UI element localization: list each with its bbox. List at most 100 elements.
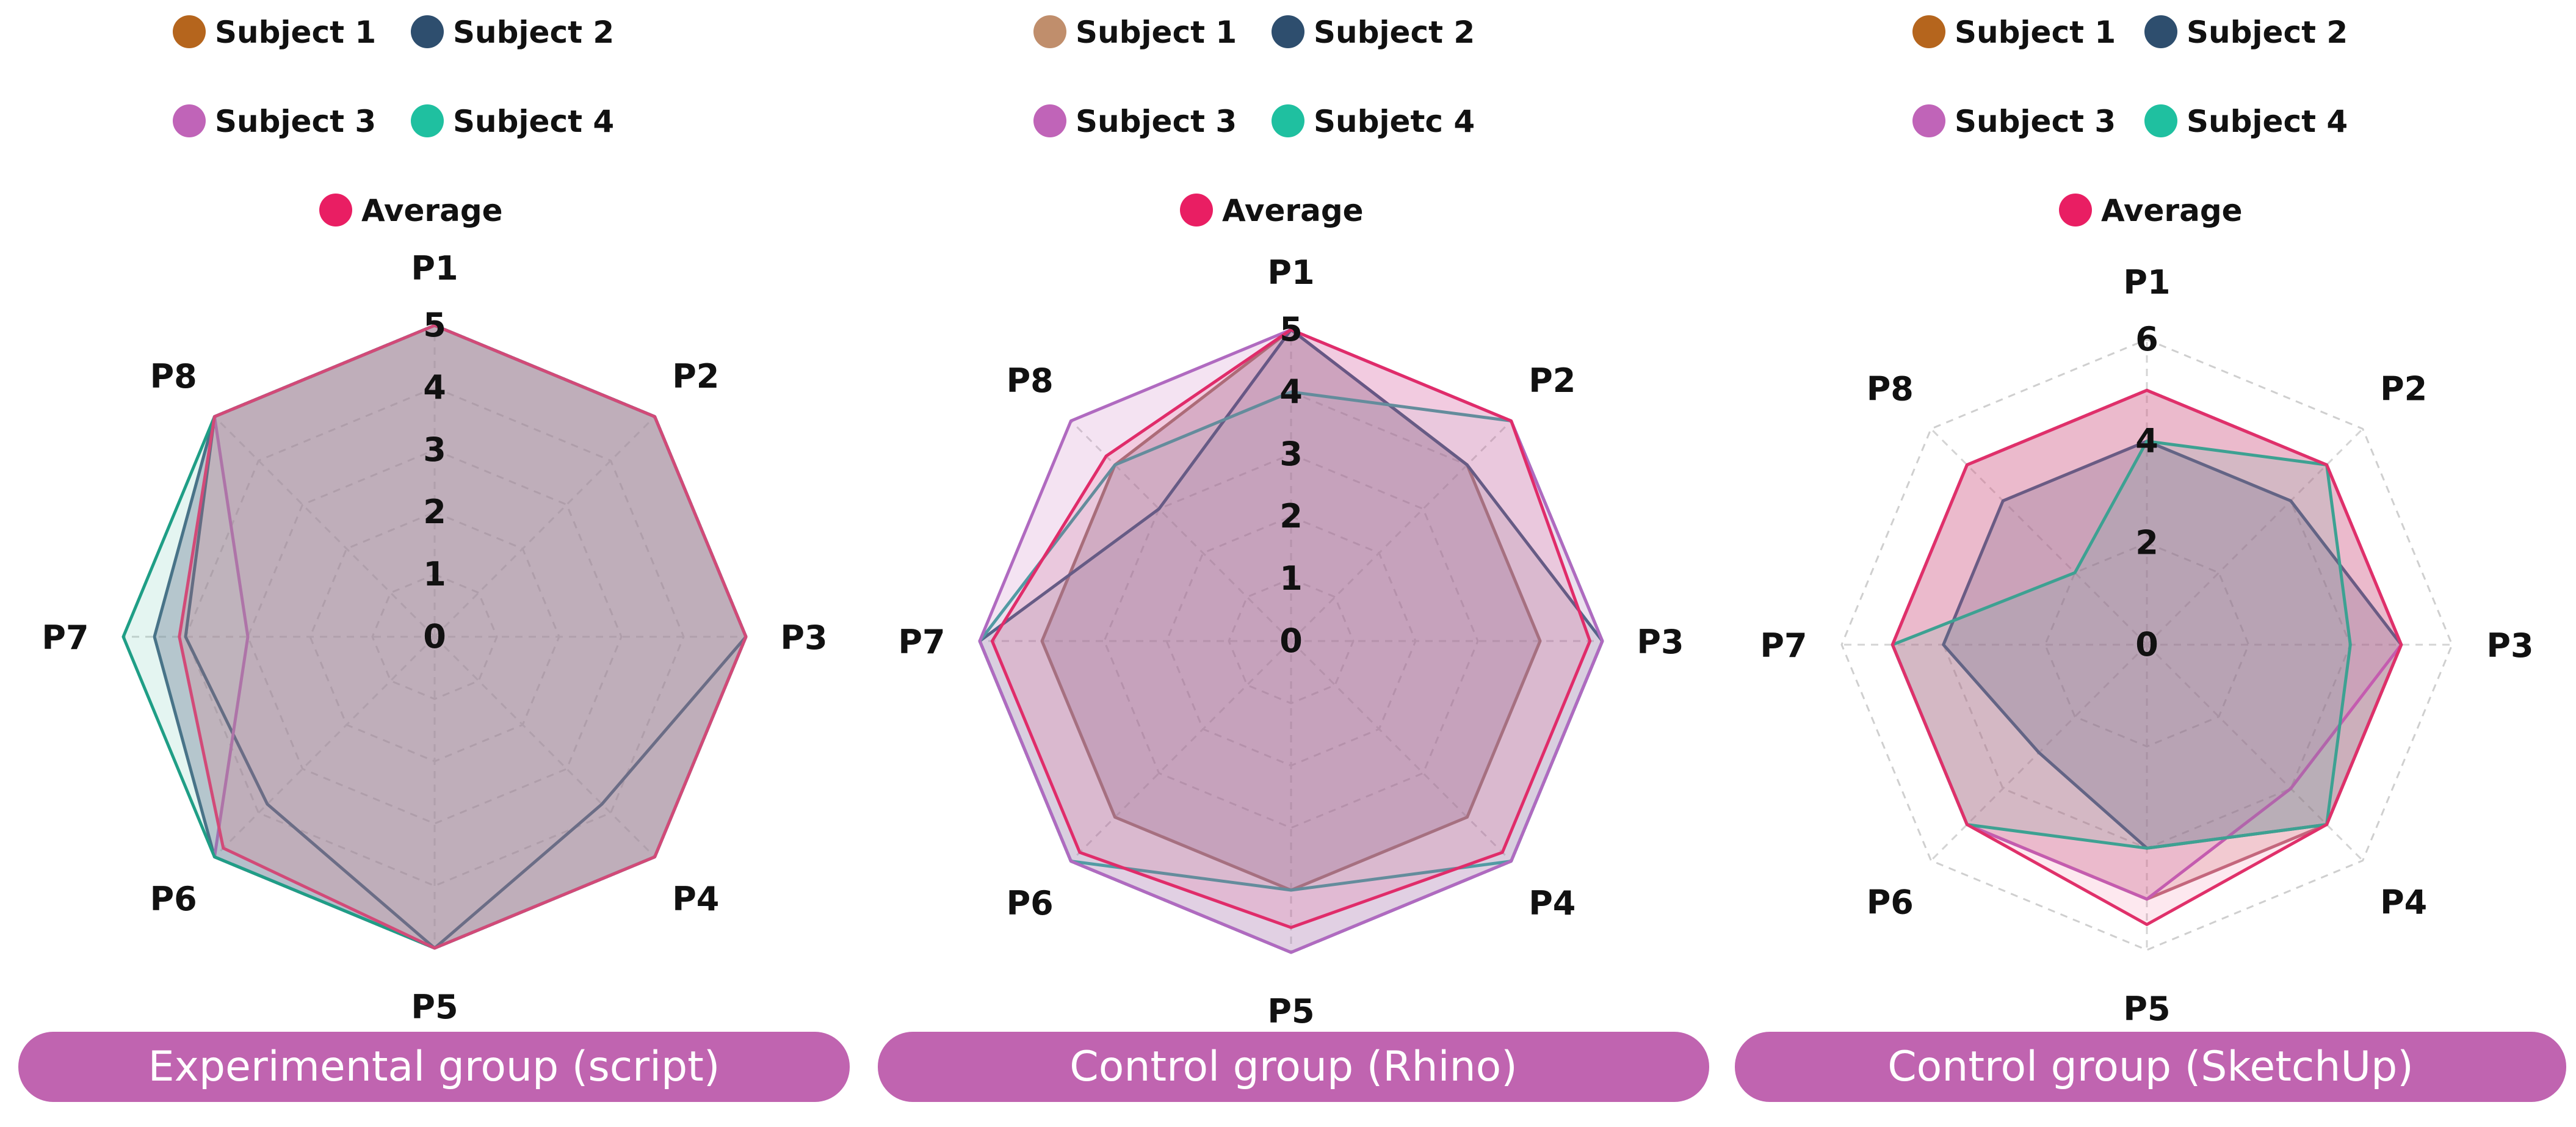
tick-label: 1 [423,555,446,593]
legend-marker [1912,104,1945,137]
legend-marker [1272,15,1304,48]
tick-label: 5 [423,306,446,344]
legend-label: Subjetc 4 [1314,104,1475,139]
axis-label: P1 [411,249,458,288]
legend-item: Subject 3 [1912,104,2116,139]
legend-label: Subject 3 [1955,104,2116,139]
legend-item: Average [1180,193,1364,228]
series-polygon [1890,440,2352,850]
axis-label: P7 [42,618,89,657]
tick-label: 6 [2135,320,2158,358]
legend-label: Subject 4 [453,104,614,139]
grid-ring [247,449,623,825]
legend: Subject 1 Subject 2 Subject 3 Subjetc 4 Aver… [1033,15,1475,228]
legend-item: Subject 4 [2144,104,2348,139]
axis-label: P1 [2123,263,2170,302]
tick-label: 1 [1279,559,1303,598]
legend-label: Average [2101,193,2243,228]
axis-label: P6 [1007,884,1054,922]
legend-marker [1912,15,1945,48]
tick-labels: 0 1 2 3 4 5 [1279,310,1303,660]
legend-item: Subject 1 [1912,15,2116,50]
legend-item: Subject 1 [173,15,376,50]
series-layer [1890,388,2403,926]
group-banner: Experimental group (script) [18,1032,850,1102]
legend-label: Subject 2 [2187,15,2348,50]
grid-spoke [1930,428,2148,646]
legend-item: Subject 4 [411,104,614,139]
axis-label: P6 [1867,883,1914,922]
tick-label: 4 [2135,422,2158,460]
tick-label: 2 [2135,523,2158,562]
legend-marker [2144,15,2177,48]
axis-label: P2 [1529,361,1576,400]
legend-label: Subject 2 [453,15,614,50]
legend-item: Average [319,193,503,228]
grid-spoke [433,636,656,858]
legend-item: Subjetc 4 [1272,104,1475,139]
grid-spoke [214,636,436,858]
axis-label: P3 [2486,626,2533,665]
tick-label: 5 [1279,310,1303,349]
legend-item: Subject 1 [1033,15,1237,50]
group-title: Control group (SketchUp) [1887,1043,2414,1091]
grid-ring [1840,338,2453,951]
legend-marker [1180,194,1213,226]
legend-marker [2144,104,2177,137]
series-layer [978,328,1604,954]
tick-label: 0 [423,617,446,656]
radar-panel-3: Subject 1 Subject 2 Subject 3 Subject 4 Aver… [1735,15,2566,1102]
banner-background [1735,1032,2566,1102]
legend-item: Subject 3 [1033,104,1237,139]
legend-label: Subject 3 [1076,104,1237,139]
grid-ring [1103,453,1479,829]
legend-label: Subject 1 [215,15,376,50]
tick-label: 3 [1279,435,1303,473]
legend-marker [1272,104,1304,137]
grid-spoke [1290,640,1512,862]
axis-label: P7 [1760,626,1807,665]
tick-label: 4 [423,368,446,407]
series-polygon [1890,388,2403,926]
axis-label: P8 [150,357,197,396]
banner-background [878,1032,1709,1102]
series-layer [121,324,748,950]
group-banner: Control group (Rhino) [878,1032,1709,1102]
axis-label: P5 [2123,990,2170,1028]
legend-marker [173,15,206,48]
axis-label: P8 [1867,369,1914,408]
grid-spoke [433,416,656,638]
tick-label: 4 [1279,372,1303,411]
axis-label: P3 [780,618,827,657]
grid-spoke [1070,640,1292,862]
tick-label: 3 [423,430,446,469]
grid-spoke [214,416,436,638]
tick-label: 2 [423,493,446,531]
legend-label: Subject 1 [1955,15,2116,50]
axis-label: P2 [672,357,719,396]
axis-label: P5 [1267,992,1314,1031]
legend-item: Average [2059,193,2243,228]
tick-label: 0 [1279,621,1303,660]
tick-label: 2 [1279,497,1303,535]
grid-spoke [2146,428,2364,646]
legend-label: Average [1222,193,1364,228]
grid-ring [371,573,498,700]
series-polygon [990,328,1592,929]
legend-marker [411,15,444,48]
tick-labels: 0 1 2 3 4 5 [423,306,446,656]
legend-label: Subject 2 [1314,15,1475,50]
group-banner: Control group (SketchUp) [1735,1032,2566,1102]
legend: Subject 1 Subject 2 Subject 3 Subject 4 Aver… [1912,15,2348,228]
legend-item: Subject 2 [411,15,614,50]
axis-label: P7 [898,623,945,661]
legend-marker [1033,15,1066,48]
axis-label: P1 [1267,253,1314,292]
legend-marker [411,104,444,137]
legend-marker [1033,104,1066,137]
